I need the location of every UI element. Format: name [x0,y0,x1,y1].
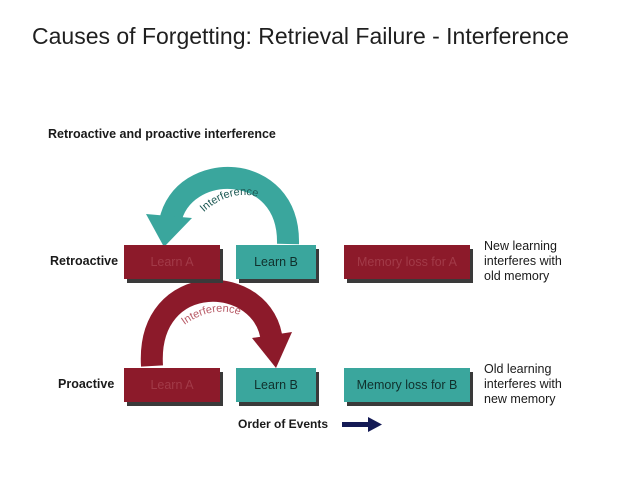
diagram-heading: Retroactive and proactive interference [48,127,276,141]
proactive-arc [140,279,283,367]
proactive-note: Old learning interferes with new memory [484,362,562,407]
retroactive-memory-loss-box: Memory loss for A [344,245,470,279]
proactive-arrowhead [252,332,292,368]
retroactive-label: Retroactive [50,254,119,268]
retroactive-arrowhead [146,214,192,247]
proactive-learn-a-box: Learn A [124,368,220,402]
proactive-memory-loss-box: Memory loss for B [344,368,470,402]
proactive-note-line: Old learning [484,362,552,376]
order-of-events-label: Order of Events [238,417,329,431]
proactive-note-line: new memory [484,392,556,406]
retroactive-learn-b-box: Learn B [236,245,316,279]
order-arrow-head [368,417,382,432]
proactive-learn-b-box: Learn B [236,368,316,402]
retroactive-note-line: interferes with [484,254,562,268]
retroactive-learn-a-box: Learn A [124,245,220,279]
proactive-label: Proactive [58,377,115,391]
order-arrow-shaft [342,422,370,427]
slide-title: Causes of Forgetting: Retrieval Failure … [32,23,569,49]
retroactive-note-line: New learning [484,239,557,253]
retroactive-note: New learning interferes with old memory [484,239,562,284]
proactive-note-line: interferes with [484,377,562,391]
retroactive-arc [159,167,300,245]
retroactive-note-line: old memory [484,269,550,283]
